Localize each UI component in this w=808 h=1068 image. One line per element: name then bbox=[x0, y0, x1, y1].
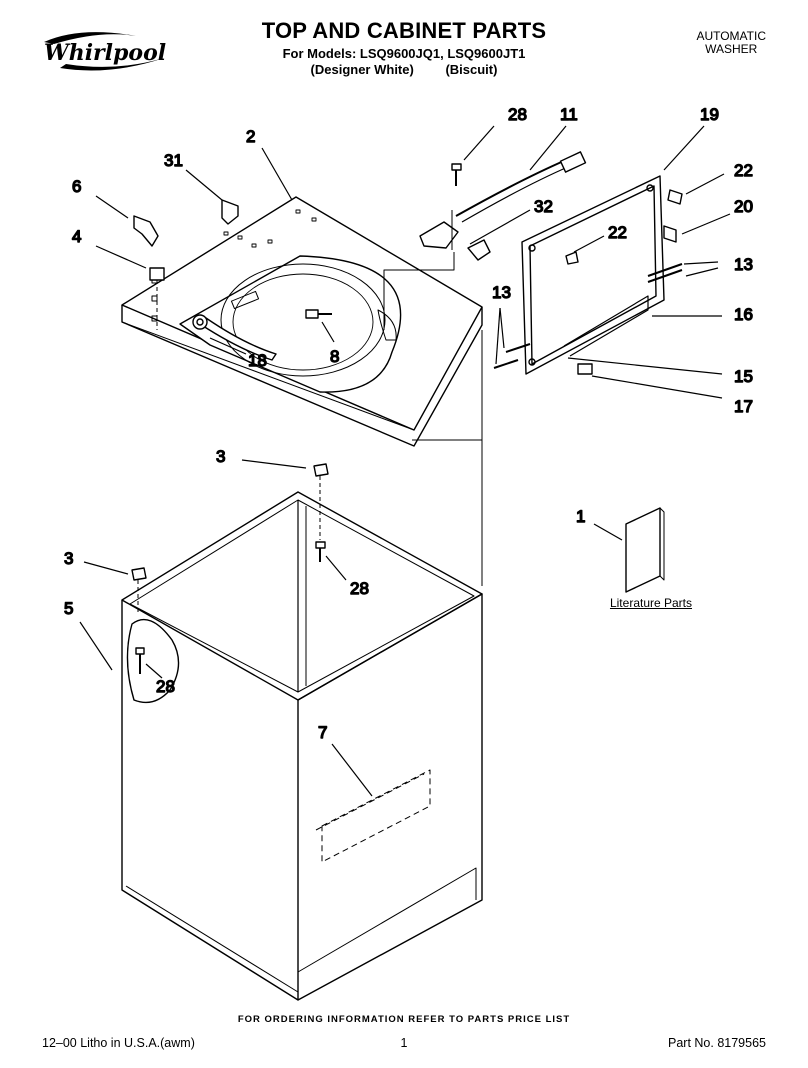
callout-22-bumper: 22 bbox=[734, 161, 753, 180]
page-title: TOP AND CABINET PARTS bbox=[261, 18, 547, 43]
callout-1-literature: 1 bbox=[576, 507, 585, 526]
callout-28-screw-front: 28 bbox=[156, 677, 175, 696]
product-type-line1: AUTOMATIC bbox=[696, 29, 766, 43]
cabinet-clip-3-rear bbox=[313, 463, 329, 562]
screw-8 bbox=[305, 309, 332, 319]
callout-numbers: 28 11 19 22 20 13 32 22 13 16 15 17 2 31… bbox=[63, 104, 753, 742]
callout-15-hinge-bar: 15 bbox=[734, 367, 753, 386]
cabinet bbox=[121, 491, 483, 1001]
callout-2-top: 2 bbox=[246, 127, 255, 146]
clip-6 bbox=[133, 215, 159, 247]
page-number: 1 bbox=[400, 1036, 408, 1050]
ordering-note: FOR ORDERING INFORMATION REFER TO PARTS … bbox=[237, 1014, 571, 1025]
leader-lines bbox=[79, 125, 731, 797]
litho-info: 12–00 Litho in U.S.A.(awm) bbox=[42, 1036, 195, 1050]
callout-17-bushing: 17 bbox=[734, 397, 753, 416]
callout-3-clip-rear: 3 bbox=[216, 447, 225, 466]
callout-28-screw-rear: 28 bbox=[350, 579, 369, 598]
callout-13-screw-left: 13 bbox=[492, 283, 511, 302]
clip-4 bbox=[149, 267, 165, 330]
variant-designer-white: (Designer White) bbox=[310, 62, 414, 77]
callout-19-lid: 19 bbox=[700, 105, 719, 124]
callout-31-clip: 31 bbox=[164, 151, 183, 170]
callout-6-clip: 6 bbox=[72, 177, 81, 196]
inlet-hose bbox=[192, 314, 277, 361]
cabinet-clip-3-front bbox=[131, 567, 147, 612]
product-type: AUTOMATIC WASHER bbox=[696, 30, 766, 56]
callout-4-clip: 4 bbox=[72, 227, 81, 246]
callout-7-label: 7 bbox=[318, 723, 327, 742]
lid-switch-harness bbox=[383, 151, 587, 330]
callout-18-hose: 18 bbox=[248, 351, 267, 370]
product-type-line2: WASHER bbox=[705, 42, 758, 56]
whirlpool-logo: Whirlpool bbox=[44, 32, 166, 71]
callout-16-hinge-rod: 16 bbox=[734, 305, 753, 324]
callout-28-screw: 28 bbox=[508, 105, 527, 124]
callout-5-cabinet: 5 bbox=[64, 599, 73, 618]
literature-parts bbox=[625, 507, 665, 593]
color-variants: (Designer White) (Biscuit) bbox=[0, 62, 808, 77]
callout-3-clip-front: 3 bbox=[64, 549, 73, 568]
literature-parts-label: Literature Parts bbox=[609, 596, 693, 610]
callout-20-hinge: 20 bbox=[734, 197, 753, 216]
callout-11-harness: 11 bbox=[560, 105, 578, 124]
lid bbox=[521, 175, 665, 375]
callout-8-screw: 8 bbox=[330, 347, 339, 366]
clip-31 bbox=[221, 199, 239, 225]
part-number: Part No. 8179565 bbox=[668, 1036, 766, 1050]
models-line: For Models: LSQ9600JQ1, LSQ9600JT1 bbox=[282, 46, 526, 61]
brand-wordmark: Whirlpool bbox=[44, 40, 166, 66]
callout-13-screw-right: 13 bbox=[734, 255, 753, 274]
callout-22-bumper-lid: 22 bbox=[608, 223, 627, 242]
hinge-hardware bbox=[493, 189, 683, 375]
callout-32-actuator: 32 bbox=[534, 197, 553, 216]
variant-biscuit: (Biscuit) bbox=[445, 62, 498, 77]
top-panel bbox=[121, 196, 483, 447]
